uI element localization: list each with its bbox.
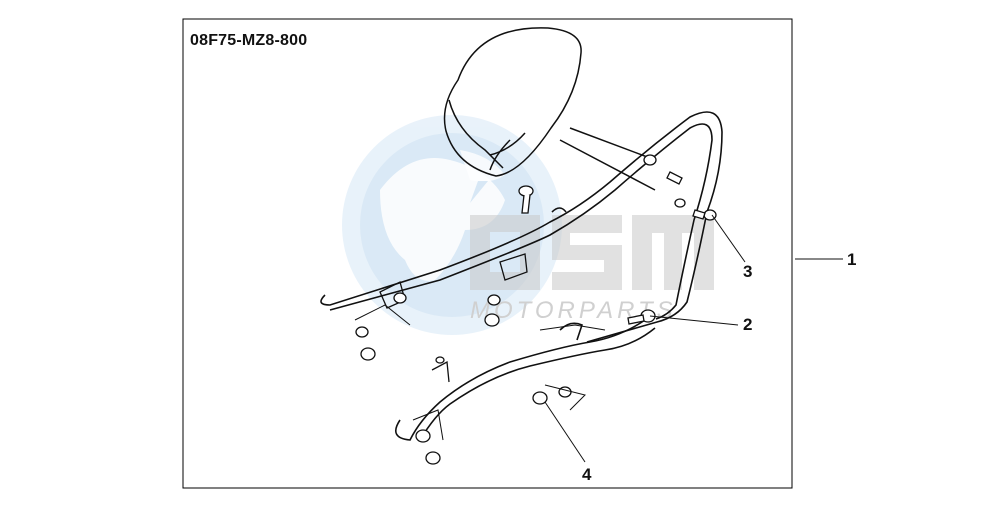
callout-3: 3 [743,262,753,281]
assembly-lines [354,304,606,441]
callout-1: 1 [847,250,857,269]
callout-2: 2 [743,315,753,334]
callout-4: 4 [582,465,592,484]
watermark-logo [470,181,714,290]
back-frame-rail [320,111,723,343]
part-code-label: 08F75-MZ8-800 [190,32,308,49]
backrest-pad-icon [443,27,582,177]
callout-leader-lines [544,214,843,463]
lower-frame-rail [394,319,656,441]
backrest-mount-arms [559,127,656,191]
bolt-icon [355,154,717,465]
